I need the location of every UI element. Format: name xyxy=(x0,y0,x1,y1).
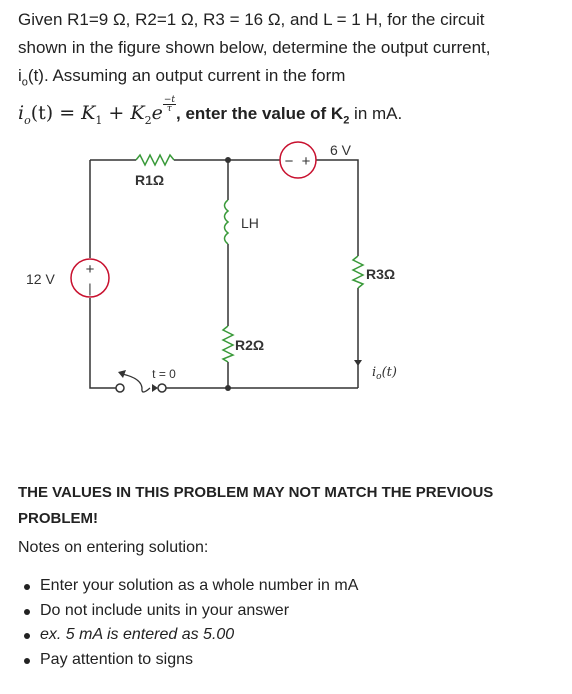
problem-line-3-text: (t). Assuming an output current in the f… xyxy=(27,66,346,85)
note-item: Pay attention to signs xyxy=(18,648,358,673)
voltage-source-6v xyxy=(279,141,317,179)
io-symbol: i xyxy=(18,66,22,85)
r3-resistor xyxy=(351,255,365,289)
inductor-label: LH xyxy=(241,215,259,231)
source-6v-plus: + xyxy=(302,153,311,170)
r1-resistor xyxy=(135,153,175,167)
node-bottom xyxy=(225,385,231,391)
v12-label: 12 V xyxy=(26,271,55,287)
switch-arrow-right xyxy=(152,384,158,392)
current-arg: (t) xyxy=(382,365,397,380)
source-6v-minus: − xyxy=(285,153,294,170)
warning-line-1: THE VALUES IN THIS PROBLEM MAY NOT MATCH… xyxy=(18,484,494,501)
warning-line-2: PROBLEM! xyxy=(18,510,98,527)
eq-tail-sub: 2 xyxy=(343,114,350,127)
eq-tail-text: , enter the value of K xyxy=(176,104,344,124)
v6-label: 6 V xyxy=(330,142,352,158)
problem-line-2: shown in the figure shown below, determi… xyxy=(18,38,491,57)
note-item: ex. 5 mA is entered as 5.00 xyxy=(18,623,358,648)
eq-tail: , enter the value of K2 xyxy=(176,104,349,126)
eq-tail-end: in mA. xyxy=(349,104,403,124)
eq-lhs: i xyxy=(18,102,25,125)
switch-arrow-top xyxy=(118,370,126,378)
r2-resistor xyxy=(221,325,235,363)
eq-exp-den: τ xyxy=(166,104,172,115)
source-12v-minus: | xyxy=(88,281,91,296)
wire-left-lower xyxy=(89,298,116,389)
current-sub: o xyxy=(376,372,382,382)
wire-top-right xyxy=(316,159,359,256)
switch-terminal-right xyxy=(157,383,167,393)
problem-line-3: io(t). Assuming an output current in the… xyxy=(18,62,558,96)
switch-label: t = 0 xyxy=(152,367,176,381)
eq-k2: K xyxy=(130,102,145,125)
r2-label: R2Ω xyxy=(235,337,264,353)
node-top xyxy=(225,157,231,163)
notes-list: Enter your solution as a whole number in… xyxy=(18,574,358,672)
io-subscript: o xyxy=(21,76,28,89)
eq-exp-num: −t xyxy=(162,95,176,106)
notes-heading: Notes on entering solution: xyxy=(18,539,209,556)
eq-k2-sub: 2 xyxy=(144,114,152,128)
r3-label: R3Ω xyxy=(366,266,395,282)
eq-plus: + xyxy=(102,102,131,125)
voltage-source-12v xyxy=(70,258,110,298)
note-item: Do not include units in your answer xyxy=(18,599,358,624)
eq-k1-sub: 1 xyxy=(95,114,103,128)
eq-lhs-sub: o xyxy=(24,114,31,128)
eq-exp-base: e xyxy=(151,102,163,125)
eq-k1: K xyxy=(81,102,96,125)
problem-line-1: Given R1=9 Ω, R2=1 Ω, R3 = 16 Ω, and L =… xyxy=(18,10,485,29)
switch-arc xyxy=(121,373,151,393)
problem-statement: Given R1=9 Ω, R2=1 Ω, R3 = 16 Ω, and L =… xyxy=(18,6,558,135)
r1-label: R1Ω xyxy=(135,172,164,188)
note-item: Enter your solution as a whole number in… xyxy=(18,574,358,599)
switch-terminal-left xyxy=(115,383,125,393)
current-arrow xyxy=(354,360,362,366)
current-label: io(t) xyxy=(372,365,397,382)
circuit-diagram: + | − + t = 0 R1Ω LH R2Ω R3Ω 12 V 6 V io… xyxy=(26,141,397,393)
warning-note: THE VALUES IN THIS PROBLEM MAY NOT MATCH… xyxy=(18,480,558,532)
eq-arg: (t) = xyxy=(30,102,82,125)
source-12v-plus: + xyxy=(86,261,95,278)
inductor-coil xyxy=(223,199,230,245)
current-symbol: i xyxy=(372,365,376,380)
